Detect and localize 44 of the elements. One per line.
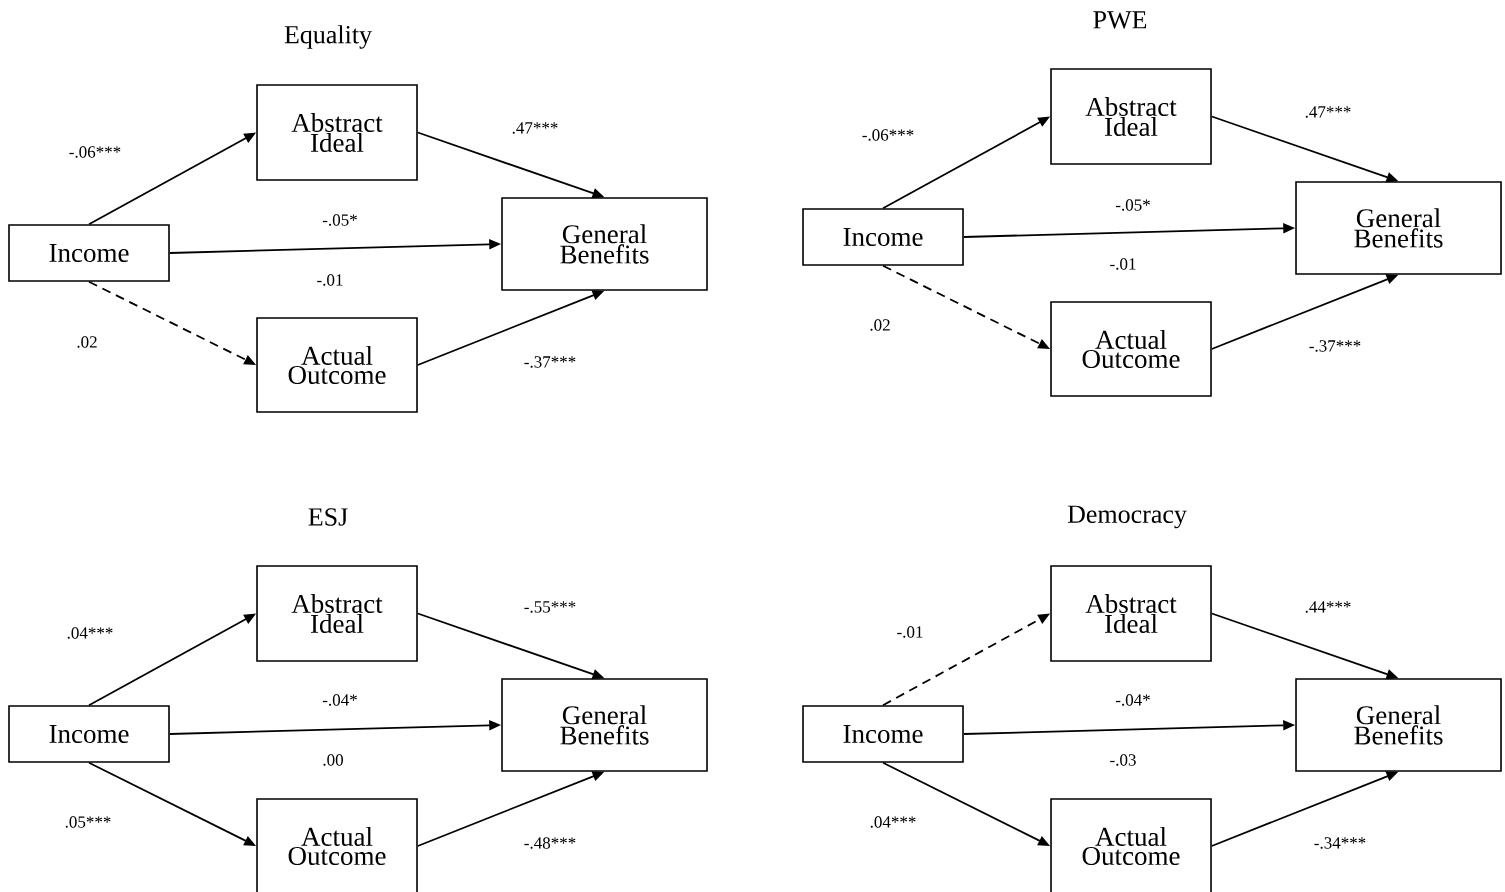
variable-box: Abstract Ideal	[1050, 565, 1212, 662]
panel-title: PWE	[1093, 11, 1147, 29]
edge-label: -.06***	[69, 146, 121, 158]
variable-box: General Benefits	[501, 678, 708, 772]
variable-box: Abstract Ideal	[256, 565, 418, 662]
variable-box: Income	[802, 705, 964, 763]
edge-label: .05***	[65, 816, 111, 828]
edge-label: .02	[77, 336, 97, 348]
edge-label: -.37***	[1309, 340, 1361, 352]
variable-box: Actual Outcome	[256, 798, 418, 892]
variable-box: Income	[8, 705, 170, 763]
edge-label: .47***	[512, 122, 558, 134]
edge-label: -.48***	[524, 837, 576, 849]
edge-label: .04***	[870, 816, 916, 828]
edge-label: -.04*	[1115, 694, 1150, 706]
variable-box: General Benefits	[1295, 181, 1502, 275]
variable-box: Actual Outcome	[1050, 798, 1212, 892]
variable-box: Income	[8, 224, 170, 282]
panel-title: Equality	[284, 25, 372, 49]
edge-label: -.37***	[524, 356, 576, 368]
coefficient-label: -.03	[1110, 754, 1136, 766]
edge-label: -.05*	[1115, 199, 1150, 211]
variable-box: Abstract Ideal	[1050, 68, 1212, 165]
coefficient-label: -.01	[1110, 258, 1136, 270]
edge-label: .47***	[1305, 106, 1351, 118]
edge-label: -.55***	[524, 601, 576, 613]
variable-box: General Benefits	[501, 197, 708, 291]
variable-box: Abstract Ideal	[256, 84, 418, 181]
variable-box: Actual Outcome	[256, 317, 418, 413]
variable-box: Income	[802, 208, 964, 266]
edge-label: -.01	[897, 626, 923, 638]
variable-box: Actual Outcome	[1050, 301, 1212, 397]
panel-title: ESJ	[308, 508, 348, 526]
coefficient-label: .00	[323, 754, 343, 766]
edge-label: -.06***	[862, 129, 914, 141]
coefficient-label: -.01	[317, 274, 343, 286]
edge-label: .02	[870, 319, 890, 331]
edge-label: -.05*	[322, 214, 357, 226]
edge-label: -.34***	[1314, 837, 1366, 849]
variable-box: General Benefits	[1295, 678, 1502, 772]
edge-label: -.04*	[322, 694, 357, 706]
edge-label: .44***	[1305, 601, 1351, 613]
panel-title: Democracy	[1067, 505, 1187, 529]
edge-label: .04***	[67, 627, 113, 639]
